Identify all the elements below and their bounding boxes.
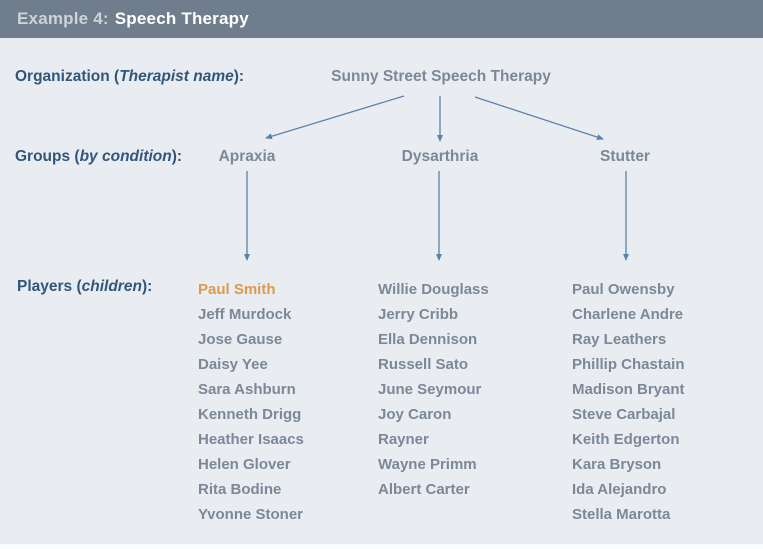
player-name: Wayne Primm [378, 456, 477, 473]
organization-node: Sunny Street Speech Therapy [331, 68, 551, 85]
groups-label-italic: by condition [79, 148, 172, 165]
player-name: Daisy Yee [198, 356, 268, 373]
player-name: Kenneth Drigg [198, 406, 302, 423]
player-name: Yvonne Stoner [198, 506, 304, 523]
players-row-label: Players (children): [17, 278, 152, 296]
player-name-highlighted: Paul Smith [198, 281, 276, 298]
player-name: Ray Leathers [572, 331, 667, 348]
player-name: Heather Isaacs [198, 431, 304, 448]
group-node-apraxia: Apraxia [218, 148, 276, 165]
player-name: Ella Dennison [378, 331, 478, 348]
players-label-italic: children [81, 278, 142, 295]
groups-row-label: Groups (by condition): [15, 148, 182, 166]
player-name: Jose Gause [198, 331, 283, 348]
player-name: Rita Bodine [198, 481, 282, 498]
bottom-edge-strip [0, 544, 763, 549]
player-name: Rayner [378, 431, 429, 448]
group-node-stutter: Stutter [600, 148, 650, 165]
groups-label-suffix: ): [171, 148, 183, 165]
player-name: Phillip Chastain [572, 356, 685, 373]
player-name: Stella Marotta [572, 506, 671, 523]
player-name: Albert Carter [378, 481, 470, 498]
header-bar: Example 4: Speech Therapy [0, 0, 763, 38]
page-title: Speech Therapy [114, 9, 249, 28]
players-column-stutter: Paul Owensby Charlene Andre Ray Leathers… [572, 277, 685, 527]
arrow-org-to-apraxia [265, 95, 405, 140]
players-label-text: Players ( [17, 278, 82, 295]
player-name: June Seymour [378, 381, 482, 398]
players-label-suffix: ): [141, 278, 153, 295]
group-node-dysarthria: Dysarthria [401, 148, 479, 165]
organization-label-suffix: ): [233, 68, 245, 85]
organization-label-text: Organization ( [15, 68, 120, 85]
organization-label-italic: Therapist name [119, 68, 234, 85]
player-name: Keith Edgerton [572, 431, 680, 448]
player-name: Charlene Andre [572, 306, 684, 323]
player-name: Madison Bryant [572, 381, 685, 398]
player-name: Ida Alejandro [572, 481, 667, 498]
player-name: Paul Owensby [572, 281, 675, 298]
player-name: Sara Ashburn [198, 381, 296, 398]
player-name: Willie Douglass [378, 281, 489, 298]
player-name: Kara Bryson [572, 456, 662, 473]
arrow-org-to-stutter [474, 96, 604, 140]
player-name: Jeff Murdock [198, 306, 292, 323]
player-name: Steve Carbajal [572, 406, 676, 423]
player-name: Russell Sato [378, 356, 469, 373]
header-example-number: Example 4: [17, 9, 109, 28]
organization-row-label: Organization (Therapist name): [15, 68, 244, 86]
player-name: Joy Caron [378, 406, 452, 423]
players-column-apraxia: Paul Smith Jeff Murdock Jose Gause Daisy… [198, 277, 304, 527]
player-name: Jerry Cribb [378, 306, 459, 323]
groups-label-text: Groups ( [15, 148, 80, 165]
player-name: Helen Glover [198, 456, 291, 473]
players-column-dysarthria: Willie Douglass Jerry Cribb Ella Denniso… [378, 277, 489, 502]
